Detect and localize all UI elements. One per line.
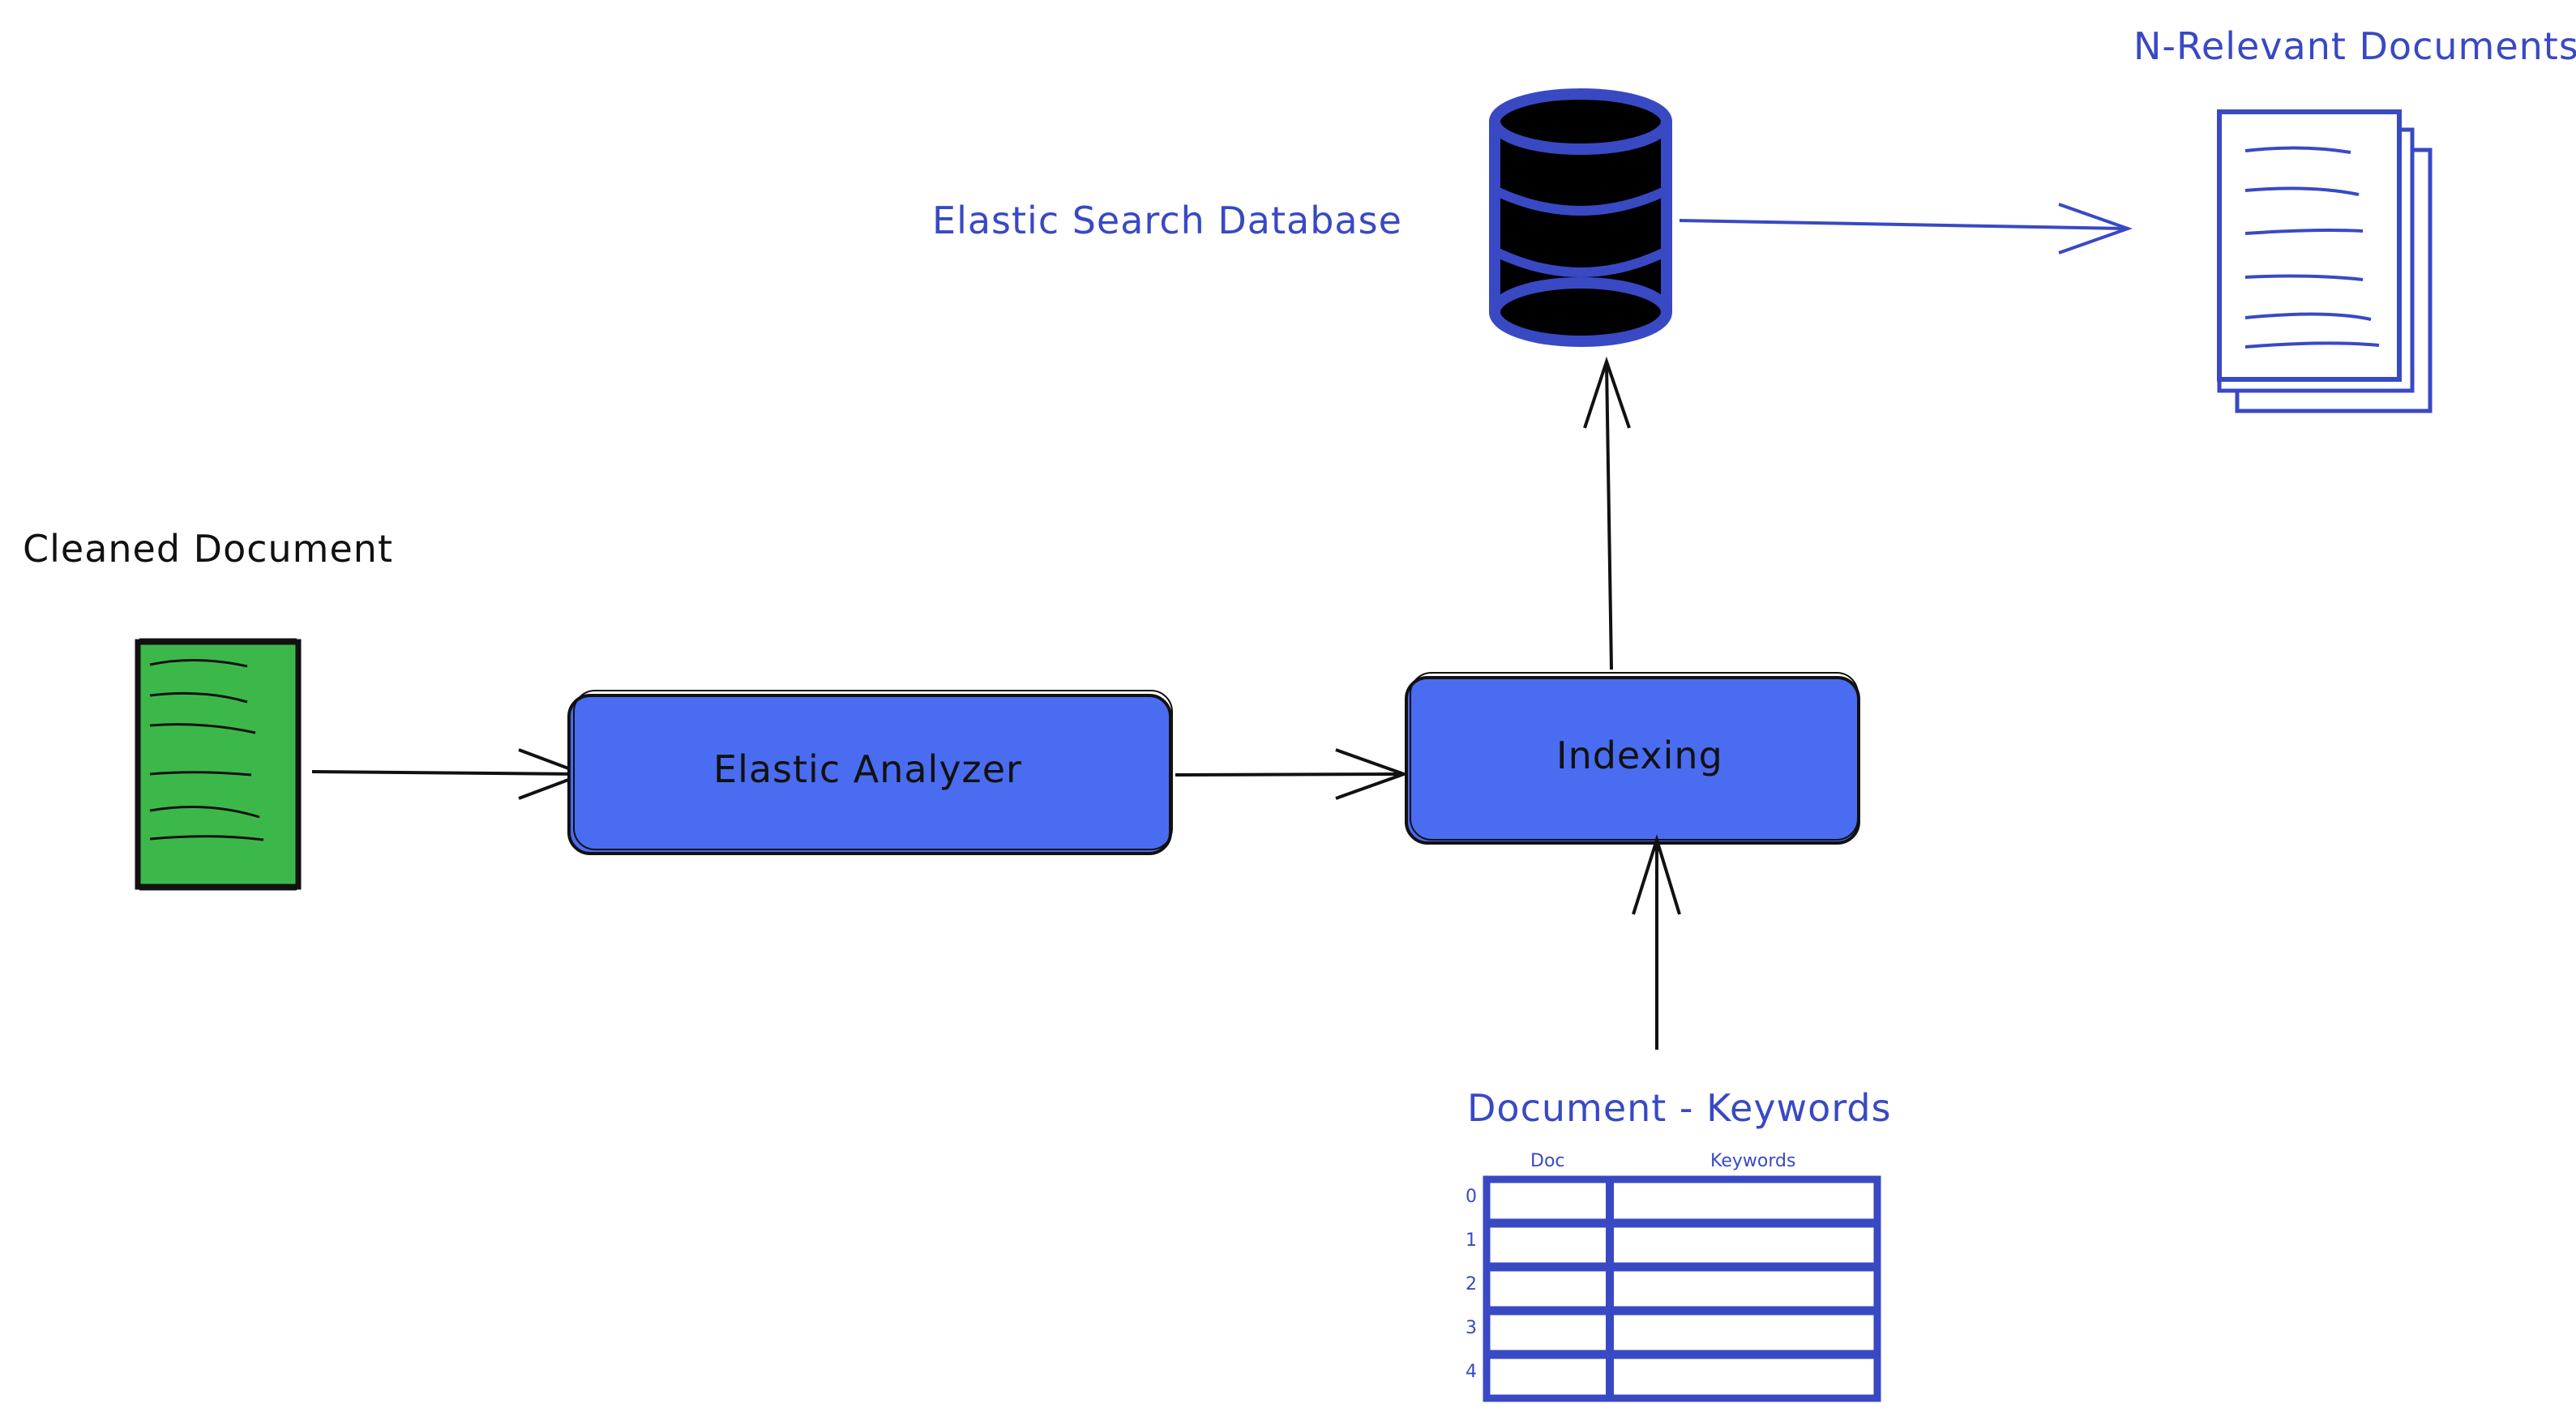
relevant-documents-label: N-Relevant Documents — [2133, 24, 2576, 68]
database-label: Elastic Search Database — [932, 199, 1402, 242]
keywords-table-row-index: 0 — [1466, 1187, 1477, 1207]
edge-database-to-documents — [1679, 203, 2133, 255]
keywords-table-row-index: 1 — [1466, 1230, 1477, 1251]
keywords-table-title: Document - Keywords — [1467, 1086, 1892, 1130]
keywords-table-row-index: 2 — [1466, 1274, 1477, 1294]
cleaned-document-icon — [135, 638, 302, 891]
edge-indexing-to-database — [1583, 356, 1631, 670]
relevant-documents-icon — [2217, 109, 2433, 413]
edge-analyzer-to-indexing — [1175, 748, 1409, 800]
indexing-box — [1405, 672, 1860, 845]
keywords-table-row-index: 3 — [1466, 1318, 1477, 1338]
keywords-table-row-index: 4 — [1466, 1362, 1477, 1382]
keywords-table — [1483, 1175, 1881, 1402]
keywords-table-header-doc: Doc — [1530, 1151, 1565, 1171]
elastic-analyzer-box — [567, 690, 1173, 855]
elastic-analyzer-label: Elastic Analyzer — [713, 747, 1022, 791]
cleaned-document-label: Cleaned Document — [23, 527, 393, 571]
keywords-table-header-keywords: Keywords — [1710, 1151, 1796, 1171]
indexing-label: Indexing — [1556, 734, 1723, 777]
edge-keywords-to-indexing — [1632, 834, 1681, 1050]
database-icon — [1489, 88, 1672, 347]
edge-cleaned-to-analyzer — [311, 748, 588, 800]
